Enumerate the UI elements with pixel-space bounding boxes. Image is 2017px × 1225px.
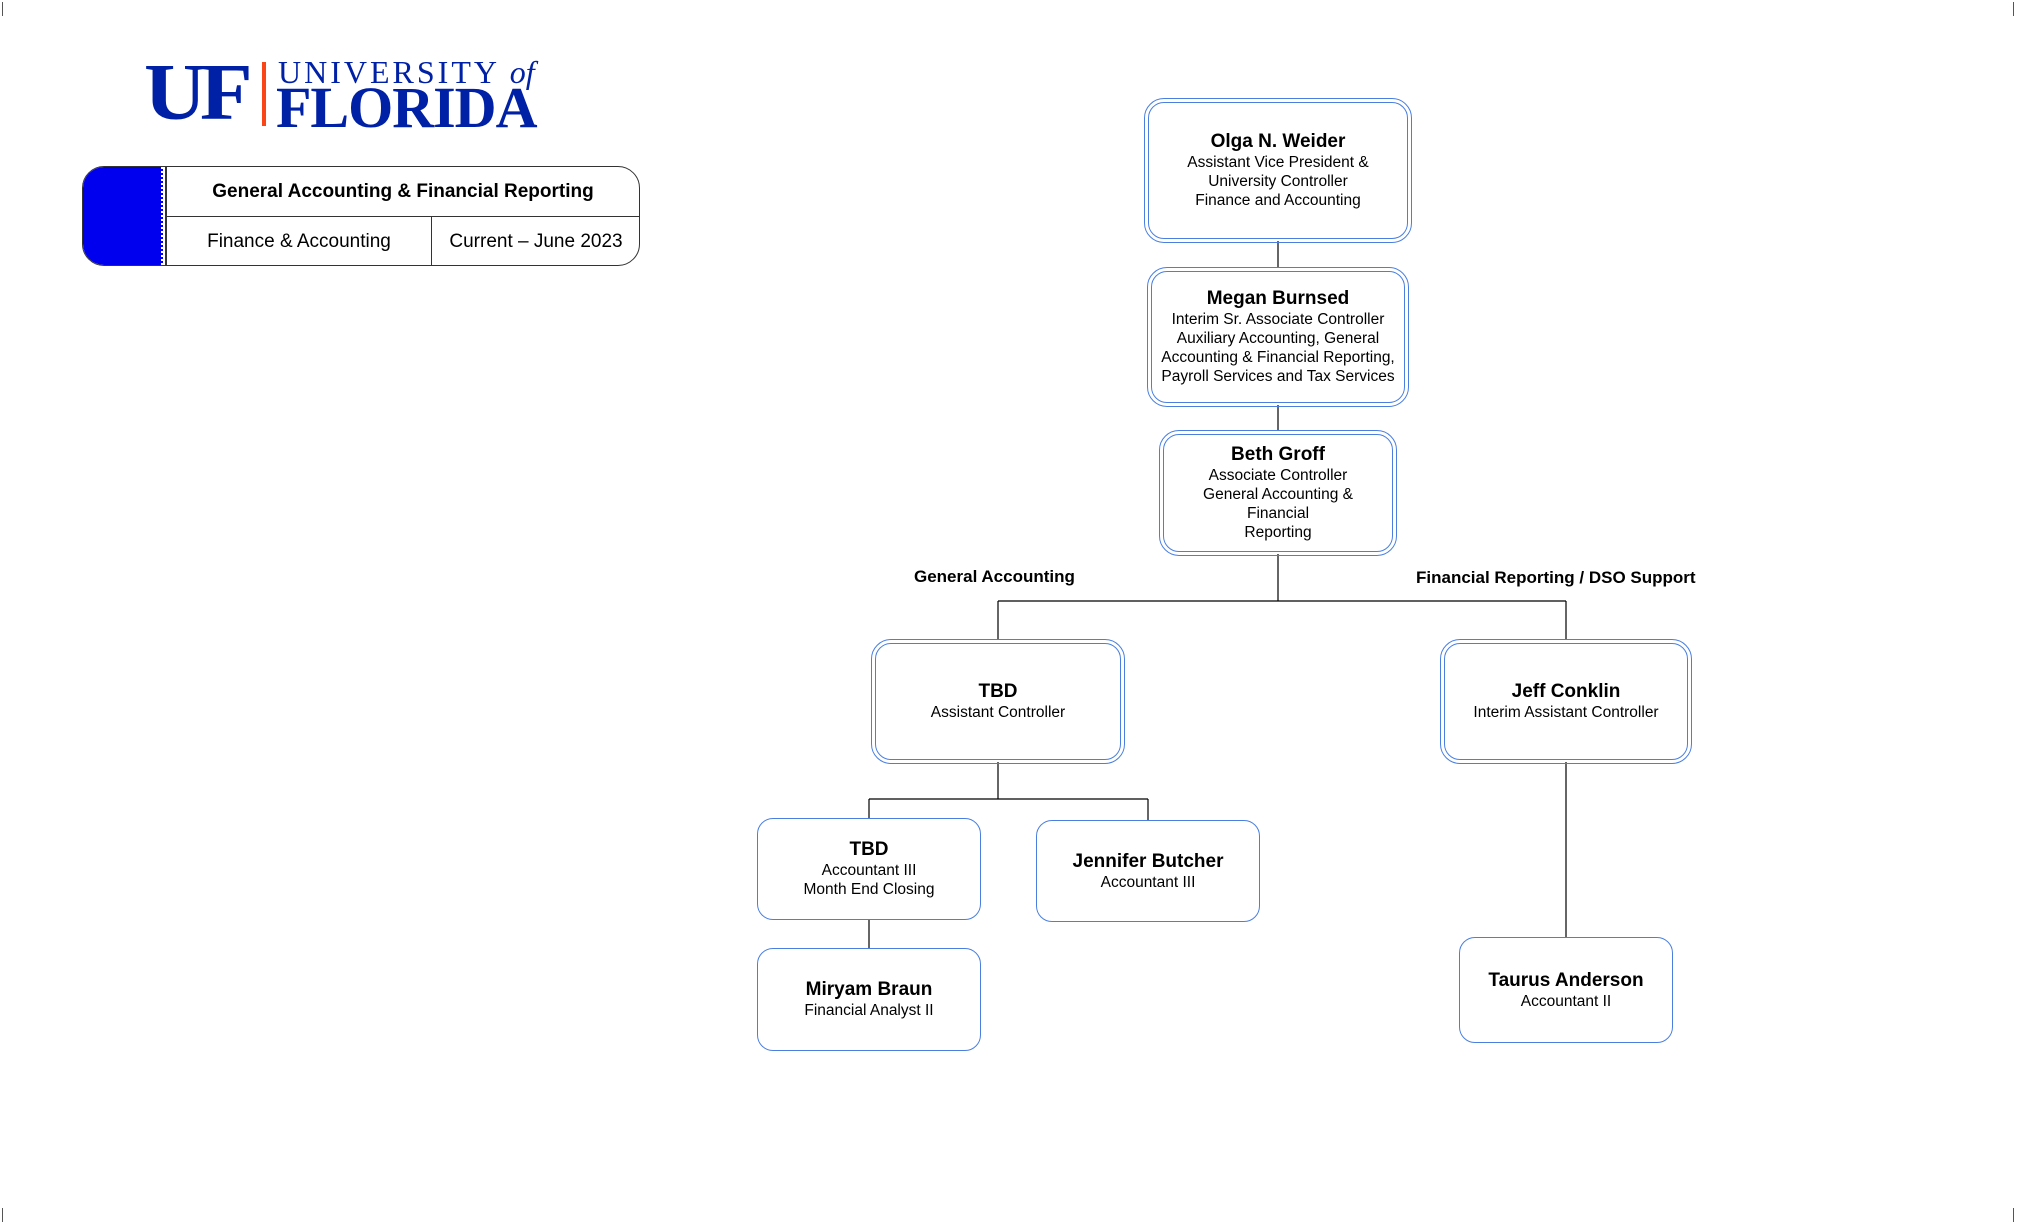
corner-mark-top-left [2, 2, 3, 16]
org-node-tbd-accountant-iii: TBD Accountant III Month End Closing [757, 818, 981, 920]
corner-mark-bottom-left [2, 1208, 3, 1222]
node-title-line: Assistant Vice President & [1187, 154, 1369, 171]
node-title-line: Accounting & Financial Reporting, [1161, 349, 1395, 366]
node-title-line: Month End Closing [803, 881, 935, 898]
org-node-miryam-braun: Miryam Braun Financial Analyst II [757, 948, 981, 1051]
org-node-olga-weider: Olga N. Weider Assistant Vice President … [1144, 98, 1412, 243]
corner-mark-bottom-right [2013, 1208, 2014, 1222]
node-name: Megan Burnsed [1206, 288, 1350, 309]
uf-logo-florida: FLORIDA [276, 75, 537, 140]
node-title-line: Assistant Controller [930, 704, 1066, 721]
branch-label-financial-reporting: Financial Reporting / DSO Support [1416, 568, 1696, 587]
org-node-megan-burnsed: Megan Burnsed Interim Sr. Associate Cont… [1147, 267, 1409, 407]
node-title-line: Auxiliary Accounting, General [1176, 330, 1380, 347]
node-name: TBD [978, 681, 1018, 702]
node-title-line: Accountant II [1520, 992, 1612, 1010]
uf-logo-initials: UF [144, 49, 253, 137]
node-title-line: Reporting [1244, 524, 1312, 541]
title-accent-bar [83, 167, 163, 265]
title-accent-divider [165, 167, 167, 265]
node-title-line: General Accounting & Financial [1203, 486, 1353, 522]
org-node-jennifer-butcher: Jennifer Butcher Accountant III [1036, 820, 1260, 922]
uf-logo: UF UNIVERSITY of FLORIDA [144, 49, 564, 137]
node-title-line: Associate Controller [1208, 467, 1348, 484]
uf-logo-divider [262, 62, 266, 126]
org-node-tbd-assistant-controller: TBD Assistant Controller [871, 639, 1125, 764]
uf-logo-university: UNIVERSITY of [278, 56, 535, 88]
date-label: Current – June 2023 [449, 231, 623, 252]
node-title-line: Payroll Services and Tax Services [1161, 368, 1395, 385]
org-node-beth-groff: Beth Groff Associate Controller General … [1159, 430, 1397, 556]
node-title-line: Accountant III [1100, 873, 1196, 891]
org-node-jeff-conklin: Jeff Conklin Interim Assistant Controlle… [1440, 639, 1692, 764]
node-name: Taurus Anderson [1488, 969, 1644, 991]
node-title-line: Interim Assistant Controller [1473, 704, 1659, 721]
node-name: Miryam Braun [805, 979, 933, 1000]
uf-logo-of-text: of [509, 54, 535, 90]
node-title-line: Financial Analyst II [804, 1002, 934, 1019]
node-title-line: Interim Sr. Associate Controller [1171, 311, 1385, 328]
title-block: General Accounting & Financial Reporting… [82, 166, 640, 266]
chart-title: General Accounting & Financial Reporting [167, 167, 639, 217]
node-title-line: University Controller [1208, 173, 1348, 190]
node-title-line: Finance and Accounting [1195, 192, 1361, 209]
uf-logo-university-text: UNIVERSITY [278, 54, 499, 90]
node-name: TBD [849, 839, 889, 860]
node-name: Olga N. Weider [1210, 131, 1346, 152]
department-label: Finance & Accounting [167, 217, 432, 265]
node-name: Jennifer Butcher [1072, 850, 1224, 872]
node-name: Jeff Conklin [1511, 681, 1621, 702]
corner-mark-top-right [2013, 2, 2014, 16]
node-title-line: Accountant III [821, 862, 917, 879]
org-node-taurus-anderson: Taurus Anderson Accountant II [1459, 937, 1673, 1043]
branch-label-general-accounting: General Accounting [914, 567, 1075, 586]
node-name: Beth Groff [1231, 444, 1325, 465]
